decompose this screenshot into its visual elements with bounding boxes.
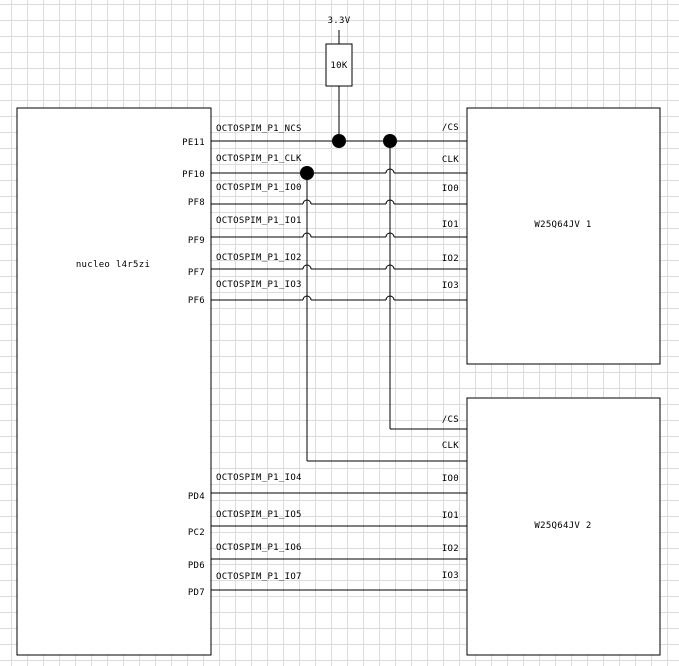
flash2-name: W25Q64JV 2 xyxy=(534,521,591,531)
flash1-pin-label: CLK xyxy=(442,155,459,165)
net-label: OCTOSPIM_P1_IO2 xyxy=(216,253,302,263)
net-label: OCTOSPIM_P1_IO4 xyxy=(216,473,302,483)
net-label: OCTOSPIM_P1_IO3 xyxy=(216,280,302,290)
net-label: OCTOSPIM_P1_IO6 xyxy=(216,543,302,553)
flash2-pin-label: IO2 xyxy=(442,544,459,554)
resistor-value-label: 10K xyxy=(330,61,347,71)
net-label: OCTOSPIM_P1_IO0 xyxy=(216,183,302,193)
power-label: 3.3V xyxy=(328,16,351,26)
flash2-pin-label: CLK xyxy=(442,441,459,451)
flash2-pin-label: IO0 xyxy=(442,474,459,484)
net-label: OCTOSPIM_P1_NCS xyxy=(216,124,302,134)
junction-dot xyxy=(300,166,314,180)
net-label: OCTOSPIM_P1_IO5 xyxy=(216,510,302,520)
net-labels: OCTOSPIM_P1_NCS OCTOSPIM_P1_CLK OCTOSPIM… xyxy=(216,124,302,582)
mcu-pin-label: PC2 xyxy=(188,528,205,538)
flash2-pin-labels: /CS CLK IO0 IO1 IO2 IO3 xyxy=(442,415,459,581)
flash2-box[interactable] xyxy=(466,397,661,656)
flash1-pin-label: IO3 xyxy=(442,281,459,291)
junction-dot xyxy=(332,134,346,148)
mcu-pin-label: PE11 xyxy=(182,138,205,148)
flash1-pin-label: IO2 xyxy=(442,254,459,264)
mcu-pin-label: PF6 xyxy=(188,296,205,306)
junctions xyxy=(300,134,397,180)
flash1-name: W25Q64JV 1 xyxy=(534,220,591,230)
mcu-box[interactable] xyxy=(16,107,212,656)
flash1-pin-label: IO0 xyxy=(442,184,459,194)
junction-dot xyxy=(383,134,397,148)
flash2-pin-label: IO3 xyxy=(442,571,459,581)
net-label: OCTOSPIM_P1_CLK xyxy=(216,154,302,164)
flash1-box[interactable] xyxy=(466,107,661,365)
mcu-pin-label: PD6 xyxy=(188,561,205,571)
net-label: OCTOSPIM_P1_IO7 xyxy=(216,572,302,582)
pullup-resistor-group: 3.3V 10K xyxy=(325,16,353,141)
mcu-pin-labels: PE11 PF10 PF8 PF9 PF7 PF6 PD4 PC2 PD6 PD… xyxy=(182,138,205,598)
mcu-pin-label: PD7 xyxy=(188,588,205,598)
mcu-pin-label: PF9 xyxy=(188,236,205,246)
flash2-pin-label: IO1 xyxy=(442,511,459,521)
flash1-pin-label: IO1 xyxy=(442,220,459,230)
net-label: OCTOSPIM_P1_IO1 xyxy=(216,216,302,226)
mcu-name: nucleo l4r5zi xyxy=(76,260,150,270)
mcu-pin-label: PF8 xyxy=(188,198,205,208)
flash2-pin-label: /CS xyxy=(442,415,459,425)
flash1-pin-label: /CS xyxy=(442,123,459,133)
wires xyxy=(211,140,467,591)
flash1-pin-labels: /CS CLK IO0 IO1 IO2 IO3 xyxy=(442,123,459,291)
mcu-pin-label: PD4 xyxy=(188,492,205,502)
mcu-pin-label: PF7 xyxy=(188,268,205,278)
mcu-pin-label: PF10 xyxy=(182,170,205,180)
